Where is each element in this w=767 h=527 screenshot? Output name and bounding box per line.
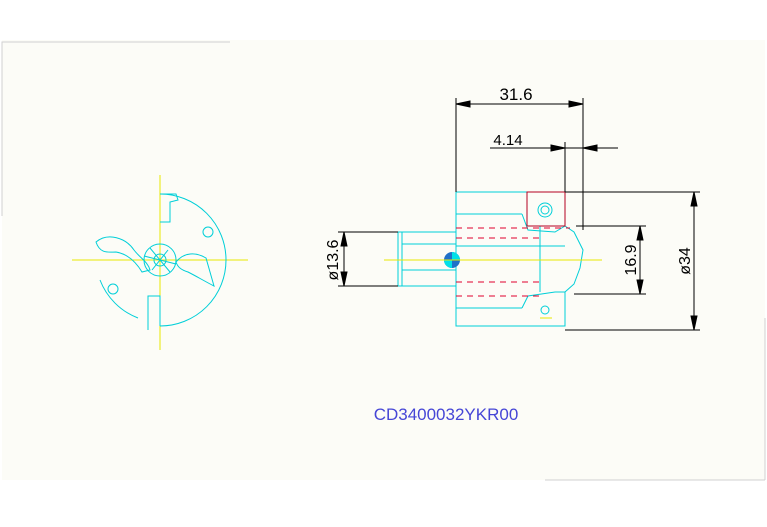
- sheet-border: [1, 41, 230, 216]
- screw-hole-icon: [540, 305, 550, 315]
- dim-center-height: 16.9: [623, 244, 640, 275]
- end-view: [72, 175, 248, 350]
- insert-screw-icon: [537, 202, 553, 218]
- hidden-coolant-lines: [456, 227, 570, 297]
- coolant-hole-icon: [107, 283, 119, 295]
- dim-length-total: 31.6: [499, 85, 532, 104]
- side-view: [384, 191, 602, 327]
- coolant-hole-icon: [202, 226, 214, 238]
- dimensions: [338, 98, 700, 331]
- dim-body-diameter: ø34: [677, 247, 694, 275]
- insert-pocket: [526, 191, 566, 227]
- shank: [397, 231, 457, 287]
- dim-length-offset: 4.14: [493, 132, 522, 149]
- part-code-label: CD3400032YKR00: [374, 405, 519, 424]
- dim-shank-diameter: ø13.6: [325, 239, 342, 280]
